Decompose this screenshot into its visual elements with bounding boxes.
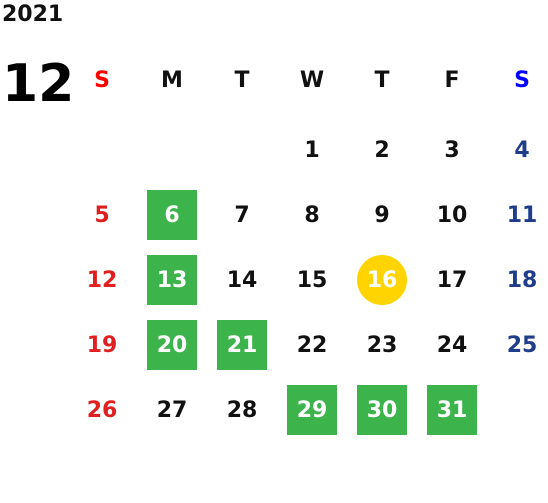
day-cell-21[interactable]: 21 <box>217 320 267 370</box>
day-cell-24[interactable]: 24 <box>436 332 468 358</box>
day-cell-20[interactable]: 20 <box>147 320 197 370</box>
day-cell-17[interactable]: 17 <box>436 267 468 293</box>
day-cell-3[interactable]: 3 <box>444 137 460 163</box>
day-cell-12[interactable]: 12 <box>86 267 118 293</box>
day-cell-15[interactable]: 15 <box>296 267 328 293</box>
day-cell-11[interactable]: 11 <box>506 202 538 228</box>
day-cell-23[interactable]: 23 <box>366 332 398 358</box>
day-cell-26[interactable]: 26 <box>86 397 118 423</box>
weekday-sun: S <box>94 67 110 93</box>
month-label: 12 <box>2 54 75 114</box>
day-cell-31[interactable]: 31 <box>427 385 477 435</box>
day-cell-7[interactable]: 7 <box>234 202 250 228</box>
day-cell-30[interactable]: 30 <box>357 385 407 435</box>
day-cell-13[interactable]: 13 <box>147 255 197 305</box>
weekday-tue: T <box>234 67 250 93</box>
weekday-sat: S <box>514 67 530 93</box>
day-cell-27[interactable]: 27 <box>156 397 188 423</box>
day-cell-4[interactable]: 4 <box>514 137 530 163</box>
day-cell-6[interactable]: 6 <box>147 190 197 240</box>
day-cell-25[interactable]: 25 <box>506 332 538 358</box>
weekday-wed: W <box>299 67 325 93</box>
day-cell-5[interactable]: 5 <box>94 202 110 228</box>
day-cell-8[interactable]: 8 <box>304 202 320 228</box>
day-cell-29[interactable]: 29 <box>287 385 337 435</box>
weekday-fri: F <box>444 67 460 93</box>
day-cell-16[interactable]: 16 <box>357 255 407 305</box>
year-label: 2021 <box>2 2 64 27</box>
weekday-mon: M <box>161 67 183 93</box>
day-cell-1[interactable]: 1 <box>304 137 320 163</box>
day-cell-2[interactable]: 2 <box>374 137 390 163</box>
day-cell-14[interactable]: 14 <box>226 267 258 293</box>
day-cell-22[interactable]: 22 <box>296 332 328 358</box>
day-cell-19[interactable]: 19 <box>86 332 118 358</box>
weekday-thu: T <box>374 67 390 93</box>
day-cell-18[interactable]: 18 <box>506 267 538 293</box>
day-cell-28[interactable]: 28 <box>226 397 258 423</box>
day-cell-9[interactable]: 9 <box>374 202 390 228</box>
day-cell-10[interactable]: 10 <box>436 202 468 228</box>
